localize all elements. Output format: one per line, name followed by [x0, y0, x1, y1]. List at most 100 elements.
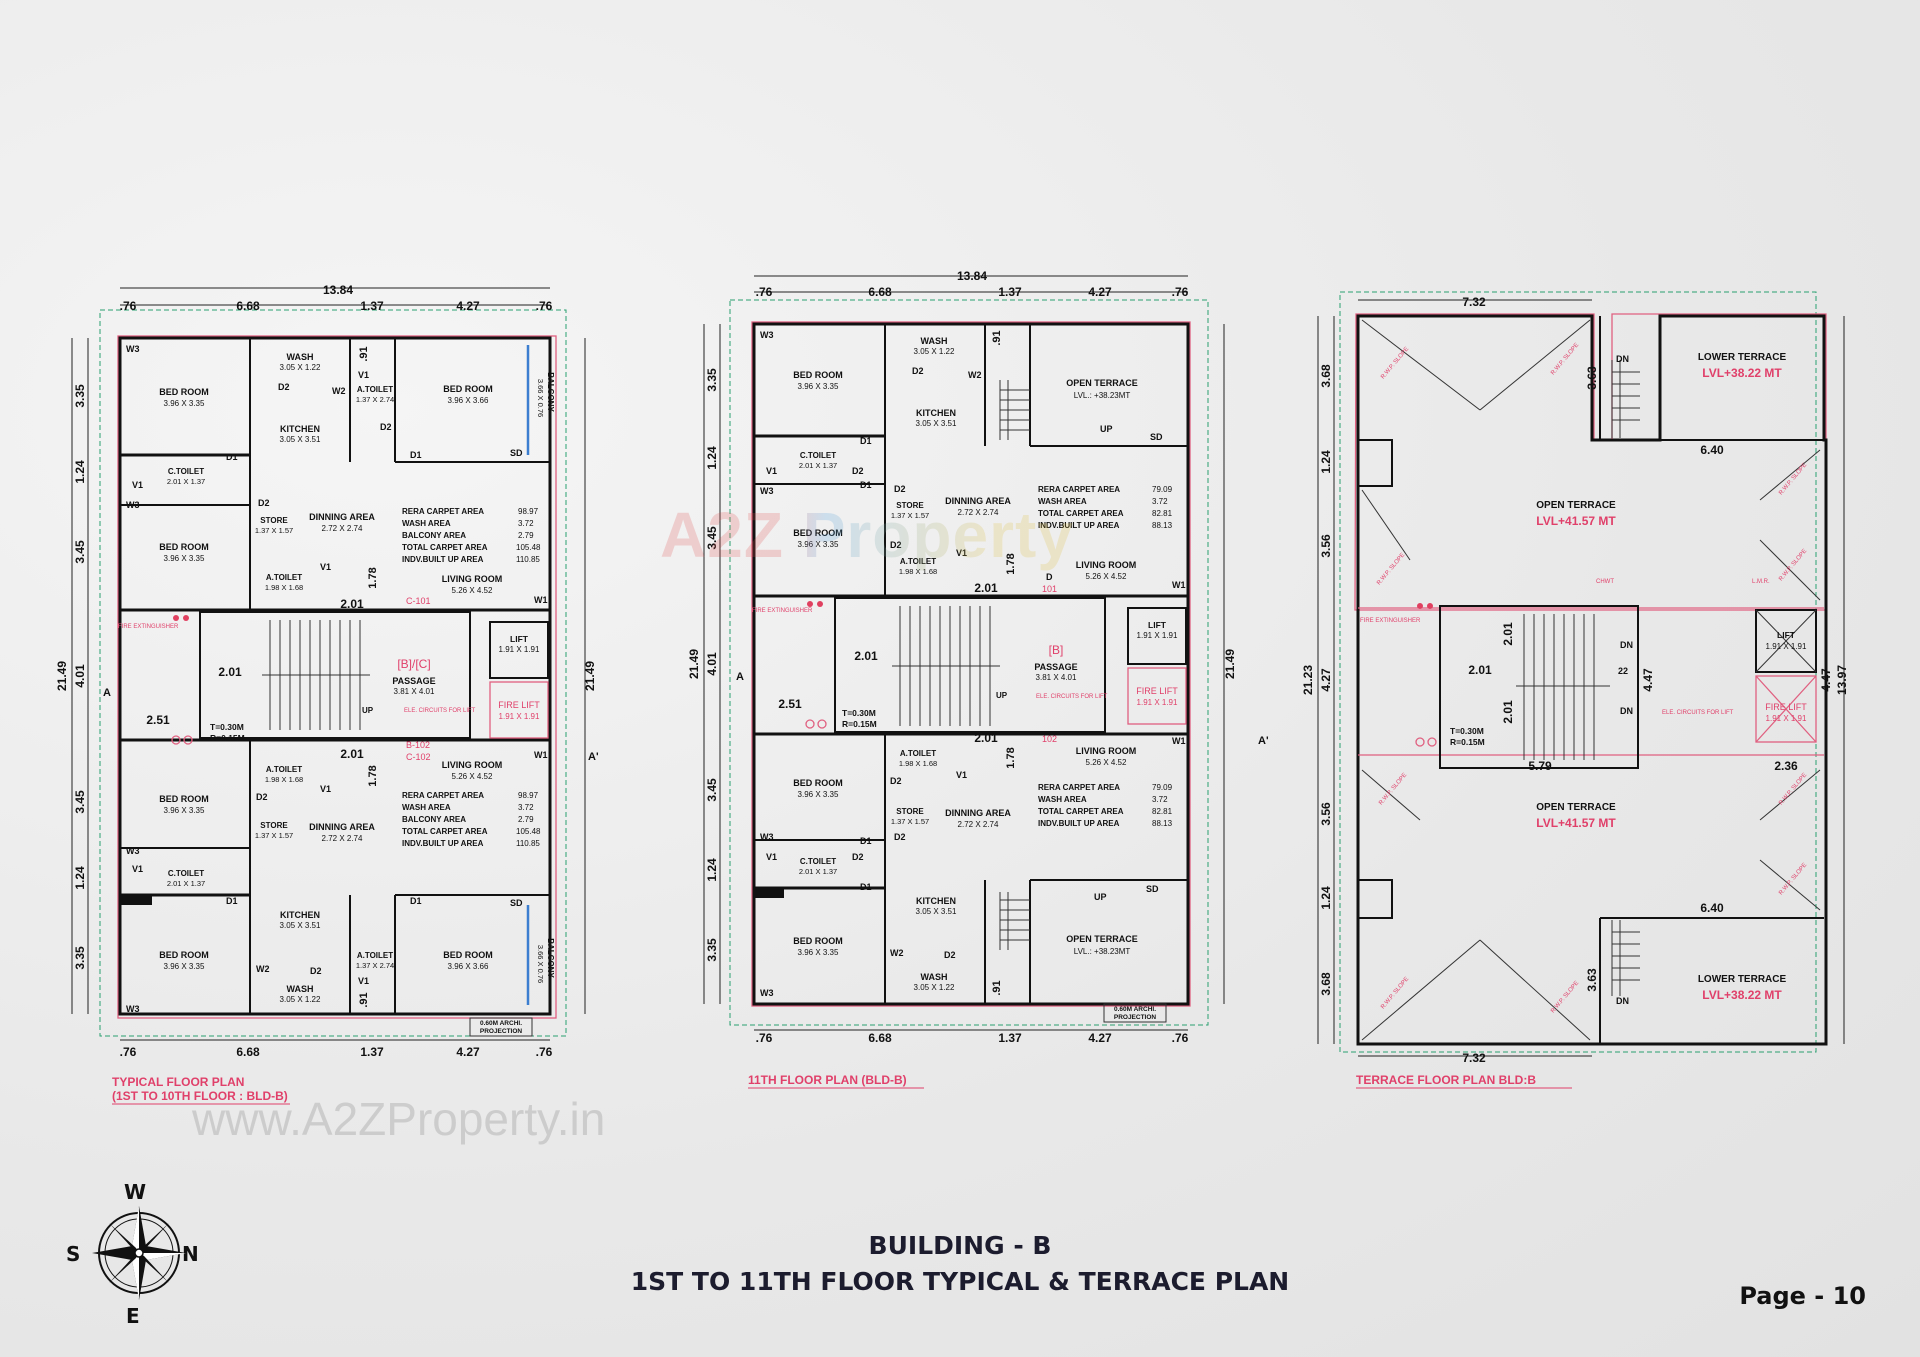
svg-text:3.66 X 0.76: 3.66 X 0.76 — [536, 945, 545, 983]
door-d2: D2 — [310, 966, 322, 976]
dim: 1.24 — [705, 858, 719, 882]
dim: 3.63 — [1585, 366, 1599, 390]
svg-text:5.26 X 4.52: 5.26 X 4.52 — [452, 586, 493, 595]
dim: 2.01 — [974, 731, 998, 745]
window-w1: W1 — [1172, 736, 1186, 746]
svg-text:DINNING AREA: DINNING AREA — [945, 496, 1011, 506]
svg-text:3.72: 3.72 — [518, 519, 534, 528]
fire-lift-shaft — [489, 681, 549, 739]
door-d1: D1 — [226, 896, 238, 906]
svg-text:0.60M ARCHI.: 0.60M ARCHI. — [1114, 1006, 1156, 1013]
door-d: D — [1046, 572, 1053, 582]
vent-v1: V1 — [320, 784, 331, 794]
open-terrace-stair-top — [999, 380, 1030, 440]
svg-text:88.13: 88.13 — [1152, 819, 1173, 828]
window-w2: W2 — [968, 370, 982, 380]
svg-text:OPEN TERRACE: OPEN TERRACE — [1066, 378, 1138, 388]
terrace-plan-caption: TERRACE FLOOR PLAN BLD:B — [1356, 1073, 1572, 1089]
room-bed-4: BED ROOM 3.96 X 3.35 — [159, 794, 209, 815]
window-w3: W3 — [760, 832, 774, 842]
dim: 2.01 — [218, 665, 242, 679]
svg-text:2.01 X 1.37: 2.01 X 1.37 — [167, 477, 205, 486]
svg-text:3.96 X 3.35: 3.96 X 3.35 — [164, 962, 205, 971]
door-d1: D1 — [226, 452, 238, 462]
svg-text:A.TOILET: A.TOILET — [900, 557, 936, 566]
hose-reel-icon — [805, 719, 815, 729]
lift-label: LIFT 1.91 X 1.91 — [1766, 630, 1807, 651]
svg-text:DINNING AREA: DINNING AREA — [309, 822, 375, 832]
typical-walls-outer — [118, 336, 552, 1016]
svg-text:A.TOILET: A.TOILET — [266, 765, 302, 774]
rwp-slope: R.W.P. SLOPE — [1778, 772, 1808, 806]
svg-text:OPEN TERRACE: OPEN TERRACE — [1536, 500, 1616, 511]
area-schedule-2: RERA CARPET AREA 98.97 WASH AREA 3.72 BA… — [402, 791, 541, 848]
room-common-toilet-2: C.TOILET 2.01 X 1.37 — [799, 857, 837, 876]
dim: .91 — [991, 330, 1003, 345]
dim: 3.35 — [73, 384, 87, 408]
svg-text:C.TOILET: C.TOILET — [800, 857, 836, 866]
room-store: STORE 1.37 X 1.57 — [255, 516, 293, 535]
svg-text:5.26 X 4.52: 5.26 X 4.52 — [1086, 572, 1127, 581]
svg-text:1.37 X 1.57: 1.37 X 1.57 — [255, 526, 293, 535]
room-wash-2: WASH 3.05 X 1.22 — [280, 984, 321, 1004]
dim: 13.97 — [1835, 665, 1849, 695]
room-bed-1: BED ROOM 3.96 X 3.35 — [793, 370, 843, 391]
fire-lift-label: FIRE LIFT 1.91 X 1.91 — [1765, 702, 1807, 723]
ele-note: ELE. CIRCUITS FOR LIFT — [1036, 694, 1108, 700]
fire-lift-shaft — [1755, 675, 1817, 743]
terrace-up: UP — [1100, 424, 1113, 434]
dim: 1.37 — [360, 299, 384, 313]
svg-text:1.91 X 1.91: 1.91 X 1.91 — [1766, 642, 1807, 651]
svg-text:3.96 X 3.66: 3.96 X 3.66 — [448, 962, 489, 971]
dim: 1.24 — [1319, 450, 1333, 474]
door-d1: D1 — [860, 436, 872, 446]
dim: 4.27 — [456, 299, 480, 313]
svg-text:5.26 X 4.52: 5.26 X 4.52 — [452, 772, 493, 781]
svg-text:A.TOILET: A.TOILET — [357, 385, 393, 394]
room-attached-toilet-2: A.TOILET 1.98 X 1.68 — [899, 749, 937, 768]
room-bed-5: BED ROOM 3.96 X 3.35 — [159, 950, 209, 971]
svg-text:STORE: STORE — [896, 807, 924, 816]
eleventh-floor-plan: 13.84 .76 6.68 1.37 4.27 .76 .76 6.68 1.… — [687, 269, 1269, 1089]
open-terrace-stair-bottom — [999, 892, 1030, 950]
room-store-2: STORE 1.37 X 1.57 — [891, 807, 929, 826]
window-w2: W2 — [890, 948, 904, 958]
title-plan: 1ST TO 11TH FLOOR TYPICAL & TERRACE PLAN — [630, 1267, 1290, 1296]
svg-text:WASH AREA: WASH AREA — [1038, 795, 1087, 804]
svg-text:3.96 X 3.35: 3.96 X 3.35 — [798, 790, 839, 799]
dim: 3.45 — [705, 526, 719, 550]
svg-text:LIVING ROOM: LIVING ROOM — [442, 760, 503, 770]
dim: 1.37 — [998, 285, 1022, 299]
svg-text:(1ST TO 10TH FLOOR : BLD-B): (1ST TO 10TH FLOOR : BLD-B) — [112, 1089, 288, 1103]
room-bed-2: BED ROOM 3.96 X 3.35 — [793, 528, 843, 549]
svg-text:INDV.BUILT UP AREA: INDV.BUILT UP AREA — [402, 839, 484, 848]
stair-treads — [262, 620, 370, 730]
svg-text:STORE: STORE — [896, 501, 924, 510]
svg-text:1.37 X 1.57: 1.37 X 1.57 — [255, 831, 293, 840]
svg-text:BED ROOM: BED ROOM — [159, 387, 209, 397]
ele-note: ELE. CIRCUITS FOR LIFT — [1662, 710, 1734, 716]
passage-label: [B]/[C] PASSAGE 3.81 X 4.01 — [392, 657, 435, 696]
svg-text:LIFT: LIFT — [1777, 630, 1796, 640]
svg-text:5.26 X 4.52: 5.26 X 4.52 — [1086, 758, 1127, 767]
svg-text:82.81: 82.81 — [1152, 807, 1173, 816]
dim: 4.01 — [73, 664, 87, 688]
door-d1: D1 — [860, 836, 872, 846]
room-bed-3: BED ROOM 3.96 X 3.35 — [159, 542, 209, 563]
ele-note: ELE. CIRCUITS FOR LIFT — [404, 708, 476, 714]
fire-lift-label: FIRE LIFT 1.91 X 1.91 — [1136, 686, 1178, 707]
dim: 7.32 — [1462, 1051, 1486, 1065]
door-d1: D1 — [860, 882, 872, 892]
dim: 2.01 — [974, 581, 998, 595]
room-bed-2: BED ROOM 3.96 X 3.66 — [443, 384, 493, 405]
door-sd: SD — [510, 448, 523, 458]
svg-text:RERA CARPET AREA: RERA CARPET AREA — [1038, 485, 1120, 494]
room-open-terrace-2: OPEN TERRACE LVL.: +38.23MT — [1066, 934, 1138, 956]
svg-text:WASH: WASH — [287, 352, 314, 362]
dim: 4.27 — [1319, 668, 1333, 692]
dim: .76 — [120, 299, 137, 313]
svg-text:LOWER TERRACE: LOWER TERRACE — [1698, 352, 1787, 363]
door-d2: D2 — [256, 792, 268, 802]
svg-text:LVL+41.57 MT: LVL+41.57 MT — [1536, 816, 1616, 830]
svg-text:1.37 X 2.74: 1.37 X 2.74 — [356, 395, 394, 404]
